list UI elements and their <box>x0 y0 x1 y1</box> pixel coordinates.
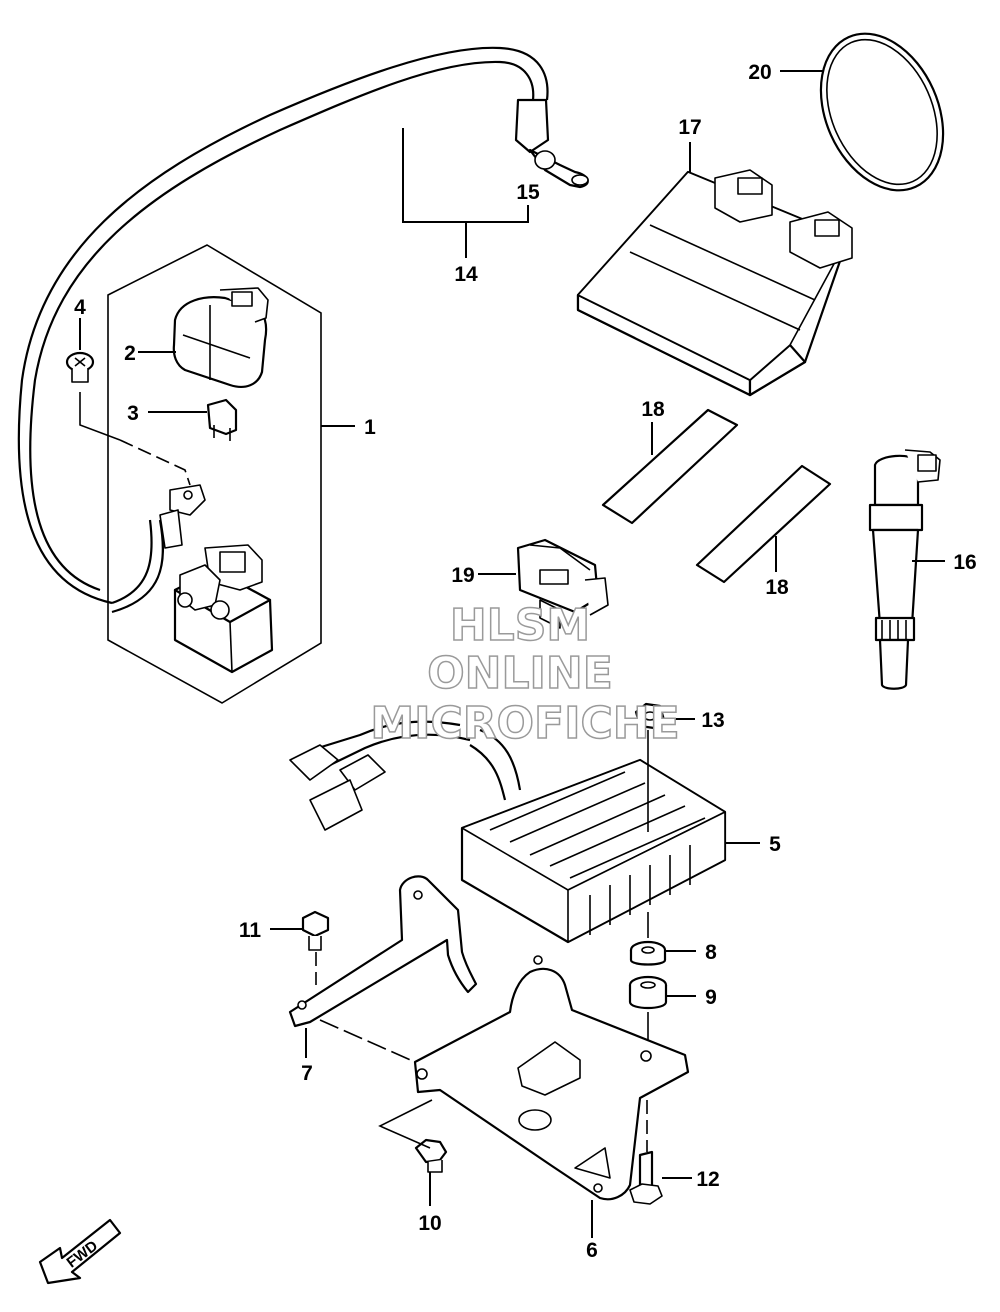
callout-3[interactable]: 3 <box>127 402 139 425</box>
bolt-11[interactable] <box>301 910 330 951</box>
watermark-line1: HLSM <box>450 600 590 651</box>
callout-13[interactable]: 13 <box>701 709 724 732</box>
callout-5[interactable]: 5 <box>769 833 781 856</box>
fwd-direction-arrow: FWD <box>38 1218 122 1285</box>
bracket-7[interactable] <box>288 875 478 1028</box>
assembly-outline-1 <box>107 244 322 704</box>
ignition-coil-16[interactable] <box>868 449 941 690</box>
grommet-9[interactable] <box>628 975 668 1010</box>
callout-18a[interactable]: 18 <box>641 398 665 421</box>
watermark: HLSM ONLINE MICROFICHE <box>370 599 681 750</box>
starter-relay-body[interactable] <box>173 544 274 674</box>
callout-16[interactable]: 16 <box>953 551 976 574</box>
callout-2[interactable]: 2 <box>124 342 136 365</box>
callout-8[interactable]: 8 <box>705 941 717 964</box>
callout-19[interactable]: 19 <box>451 564 474 587</box>
callout-4[interactable]: 4 <box>74 296 86 319</box>
pad-18b[interactable] <box>695 464 832 584</box>
callout-12[interactable]: 12 <box>696 1168 719 1191</box>
washer-8[interactable] <box>629 940 667 966</box>
bolt-12[interactable] <box>629 1150 663 1205</box>
callout-17[interactable]: 17 <box>678 116 701 139</box>
cable-terminal-15[interactable] <box>514 98 589 189</box>
callout-1[interactable]: 1 <box>364 416 376 439</box>
callout-7[interactable]: 7 <box>301 1062 313 1085</box>
callout-9[interactable]: 9 <box>705 986 717 1009</box>
regulator-harness[interactable] <box>289 720 522 831</box>
callout-14[interactable]: 14 <box>454 263 478 286</box>
starter-cable[interactable] <box>17 46 549 614</box>
callout-6[interactable]: 6 <box>586 1239 598 1262</box>
regulator-5[interactable] <box>460 758 727 944</box>
callout-18b[interactable]: 18 <box>765 576 789 599</box>
fuse-3[interactable] <box>206 398 238 441</box>
ecm-17[interactable] <box>576 169 853 397</box>
callout-20[interactable]: 20 <box>748 61 771 84</box>
screw-4[interactable] <box>65 351 95 383</box>
bracket-6[interactable] <box>413 955 690 1201</box>
watermark-line2: ONLINE <box>427 648 613 699</box>
relay-cover-2[interactable] <box>172 287 269 389</box>
callout-11[interactable]: 11 <box>239 919 262 942</box>
connector-19[interactable] <box>516 538 609 629</box>
watermark-line3: MICROFICHE <box>370 698 679 749</box>
bolt-10[interactable] <box>414 1138 448 1173</box>
pad-18a[interactable] <box>601 408 739 525</box>
callout-10[interactable]: 10 <box>418 1212 441 1235</box>
relay-lead-terminal[interactable] <box>159 484 206 549</box>
band-20[interactable] <box>797 14 966 209</box>
callout-15[interactable]: 15 <box>516 181 540 204</box>
